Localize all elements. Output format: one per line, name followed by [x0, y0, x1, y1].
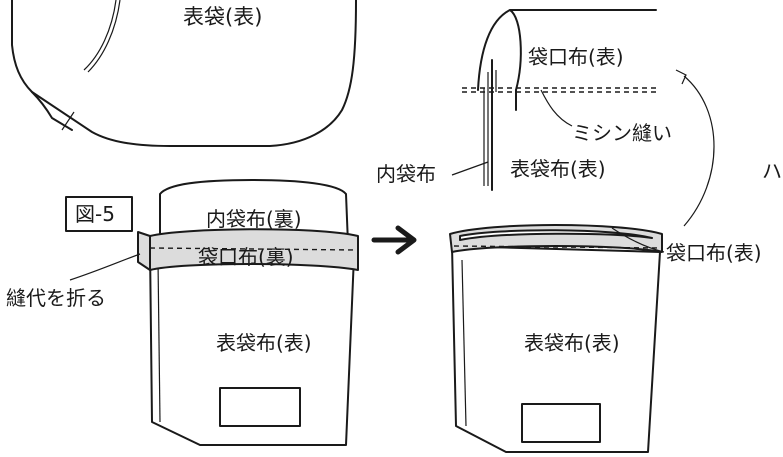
figure-label-box: [65, 196, 133, 232]
top-outer-bag-label: 表袋(表): [183, 5, 262, 29]
outer-bag-cloth-top-label: 表袋布(表): [510, 157, 606, 181]
outer-bag-cloth-right-label: 表袋布(表): [524, 331, 620, 355]
inner-bag-cloth-label: 内袋布: [376, 162, 436, 186]
mouth-cloth-detail-drawing: [451, 9, 715, 227]
figure-label: 図-5: [75, 202, 115, 226]
top-outer-bag-drawing: [11, 0, 357, 147]
mouth-cloth-back-label: 袋口布(裏): [198, 245, 294, 269]
outer-bag-cloth-left-label: 表袋布(表): [216, 331, 312, 355]
mouth-cloth-front-label: 袋口布(表): [528, 45, 624, 69]
fold-seam-allowance-label: 縫代を折る: [6, 286, 106, 310]
bag-right-drawing: [449, 224, 665, 453]
sewing-machine-label: ミシン縫い: [572, 121, 672, 145]
mouth-cloth-front-right-label: 袋口布(表): [666, 241, 762, 265]
inner-bag-back-label: 内袋布(裏): [206, 207, 302, 231]
edge-glyph-label: ハ: [762, 159, 782, 183]
bag-left-drawing: [69, 179, 359, 446]
right-arrow-icon: [371, 225, 417, 255]
